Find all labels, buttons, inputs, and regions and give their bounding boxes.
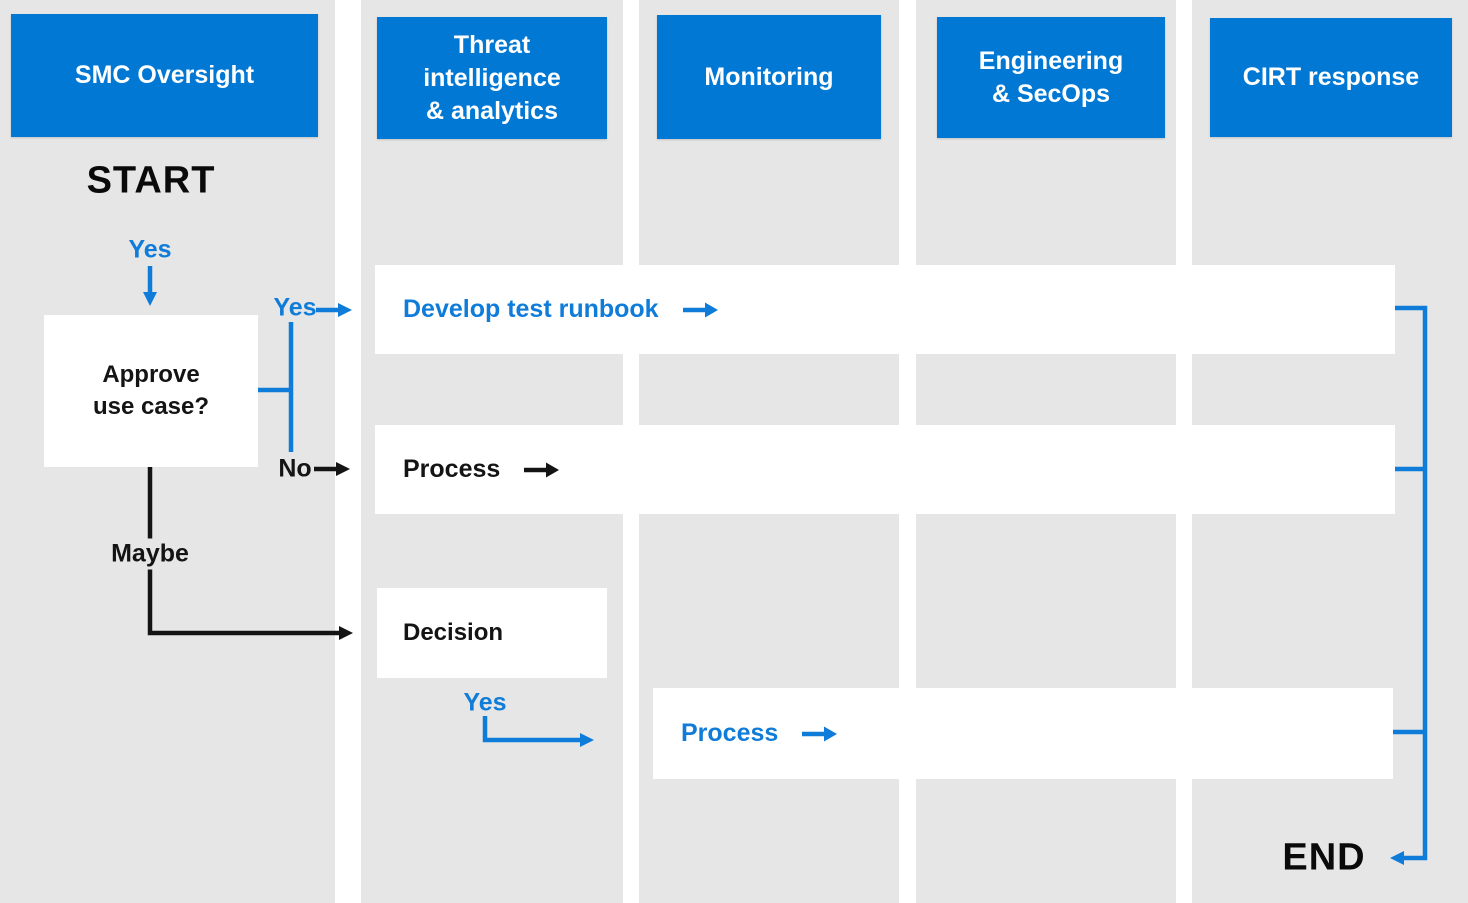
lane-header-monitoring: Monitoring	[657, 15, 881, 139]
process-label: Process	[681, 719, 779, 747]
node-label: Approve	[102, 361, 200, 388]
process-band-develop-test-runbook: Develop test runbook	[375, 265, 1395, 354]
arrow-right-icon	[524, 462, 560, 477]
lane-header-label: SMC Oversight	[74, 61, 255, 89]
branch-label-no-approve: No	[278, 454, 312, 483]
lane-header-label: Monitoring	[704, 62, 834, 91]
lane-header-threat-intelligence: Threat intelligence & analytics	[377, 17, 607, 139]
process-label: Process	[403, 455, 501, 483]
arrow-right-icon	[682, 302, 718, 317]
process-label: Develop test runbook	[403, 295, 659, 323]
lane-header-cirt-response: CIRT response	[1210, 18, 1452, 137]
lane-header-label: Engineering	[978, 46, 1124, 75]
lane-header-label: CIRT response	[1242, 63, 1420, 91]
node-decision: Decision	[377, 588, 607, 678]
process-band-process-yes: Process	[653, 688, 1393, 779]
branch-label-yes-approve: Yes	[273, 293, 317, 322]
branch-label-maybe-approve: Maybe	[103, 538, 197, 570]
lane-header-engineering-secops: Engineering & SecOps	[937, 17, 1165, 138]
node-label: use case?	[92, 393, 210, 420]
lane-header-label: intelligence	[423, 63, 561, 92]
lane-header-label: & analytics	[425, 96, 558, 125]
branch-label-yes-start: Yes	[128, 235, 172, 264]
end-label: END	[1282, 836, 1366, 879]
node-label: Decision	[403, 619, 504, 646]
lane-header-smc-oversight: SMC Oversight	[11, 14, 318, 137]
process-band-process-no: Process	[375, 425, 1395, 514]
lane-header-label: Threat	[453, 30, 531, 59]
arrow-right-icon	[802, 726, 838, 741]
node-approve-use-case: Approve use case?	[44, 315, 258, 467]
branch-label-yes-decision: Yes	[463, 688, 507, 717]
start-label: START	[86, 159, 216, 202]
lane-header-label: & SecOps	[991, 79, 1111, 108]
